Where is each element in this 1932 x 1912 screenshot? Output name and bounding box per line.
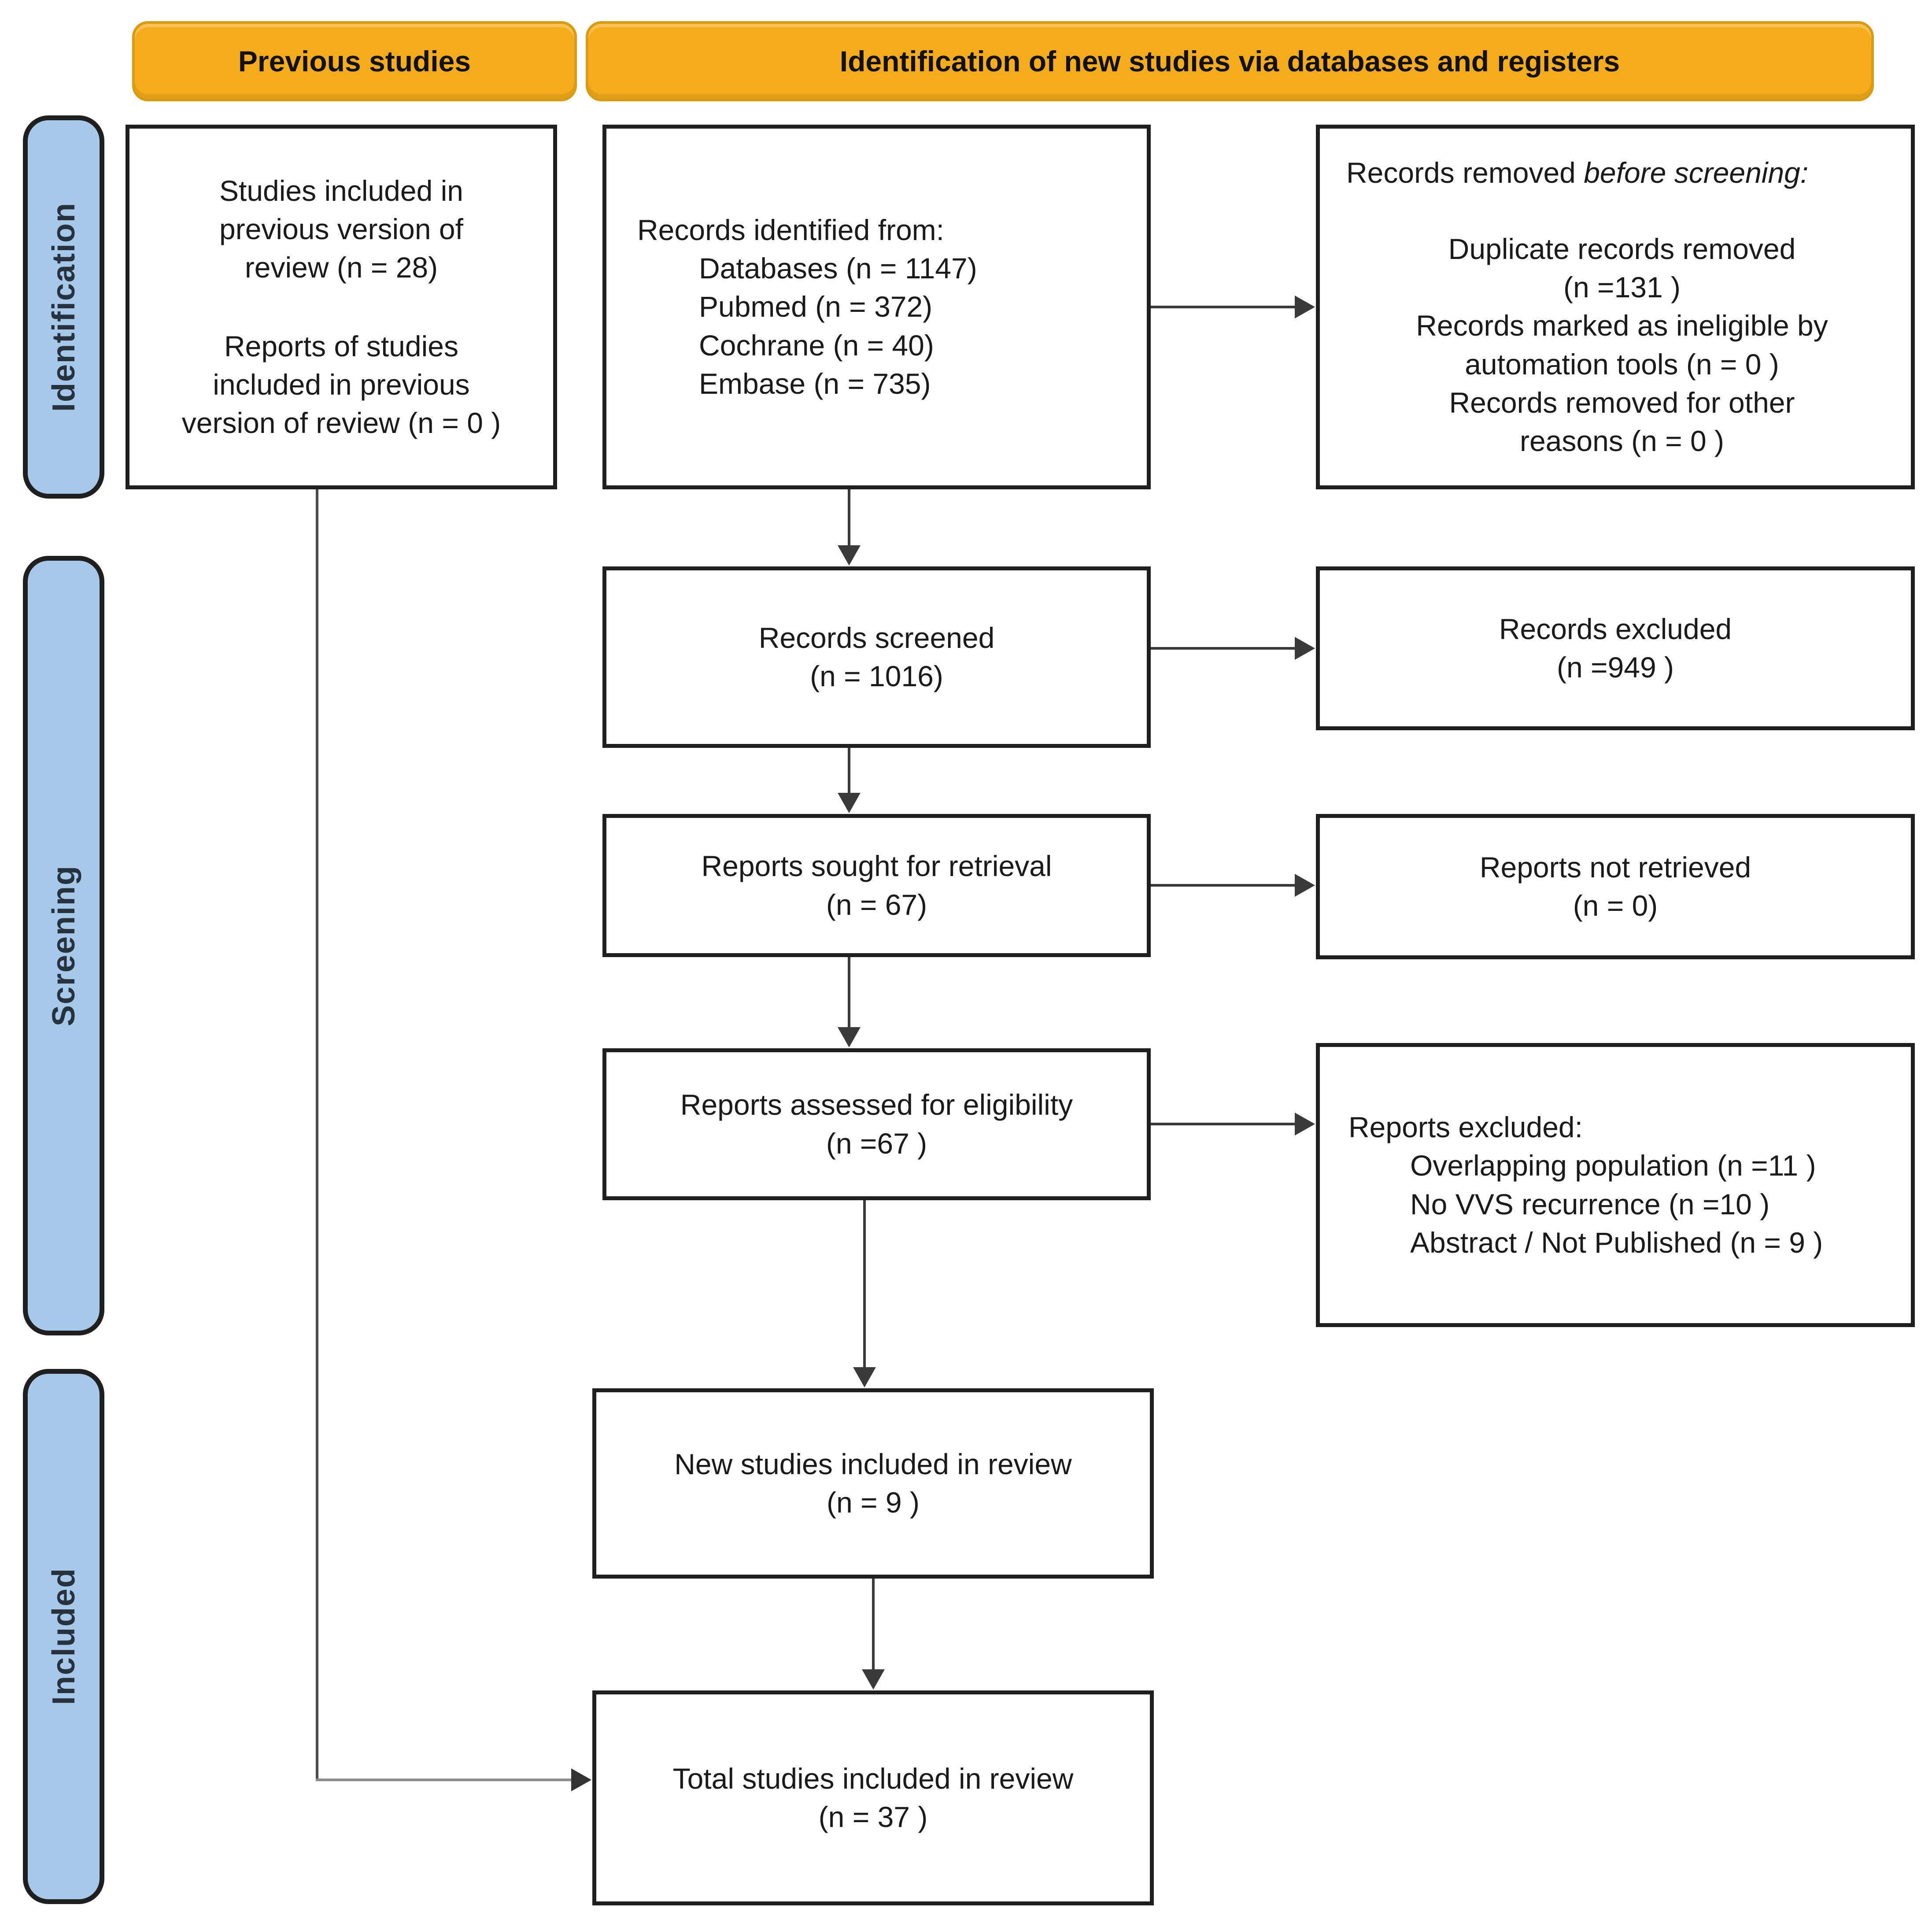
box-new-studies-included: New studies included in review (n = 9 ) xyxy=(592,1388,1154,1579)
box-records-excluded: Records excluded (n =949 ) xyxy=(1316,566,1915,730)
box-records-removed: Records removed before screening: Duplic… xyxy=(1316,125,1915,489)
phase-label-identification: Identification xyxy=(23,115,104,499)
list-item: Pubmed (n = 372) xyxy=(699,290,933,323)
list-item: Records removed for other reasons (n = 0… xyxy=(1449,386,1795,457)
arrow-screened-to-sought xyxy=(848,748,850,794)
total-studies-label: Total studies included in review xyxy=(672,1762,1074,1795)
total-studies-count: (n = 37 ) xyxy=(818,1801,928,1833)
records-screened-count: (n = 1016) xyxy=(810,660,943,692)
box-records-identified: Records identified from: Databases (n = … xyxy=(602,125,1151,489)
records-removed-heading-normal: Records removed xyxy=(1346,156,1584,189)
list-item: Overlapping population (n =11 ) xyxy=(1410,1149,1816,1182)
list-item: Records marked as ineligible by automati… xyxy=(1416,309,1828,381)
list-item: No VVS recurrence (n =10 ) xyxy=(1410,1187,1770,1220)
header-previous-studies: Previous studies xyxy=(132,21,577,101)
reports-excluded-heading: Reports excluded: xyxy=(1348,1111,1583,1144)
box-records-screened: Records screened (n = 1016) xyxy=(602,566,1151,748)
reports-excluded-items: Overlapping population (n =11 ) No VVS r… xyxy=(1348,1146,1823,1261)
previous-studies-paragraph-2: Reports of studies included in previous … xyxy=(181,330,501,440)
records-removed-heading-italic: before screening: xyxy=(1584,156,1809,189)
arrow-new-studies-to-total xyxy=(872,1579,875,1670)
previous-studies-paragraph-1: Studies included in previous version of … xyxy=(219,174,464,284)
list-item: Duplicate records removed (n =131 ) xyxy=(1448,233,1796,304)
arrow-identified-to-removed xyxy=(1151,306,1296,308)
list-item: Databases (n = 1147) xyxy=(699,252,977,285)
arrow-assessed-to-reports-excluded xyxy=(1151,1123,1296,1125)
arrow-sought-to-not-retrieved xyxy=(1151,884,1296,887)
new-studies-count: (n = 9 ) xyxy=(827,1486,920,1519)
records-identified-items: Databases (n = 1147) Pubmed (n = 372) Co… xyxy=(637,249,977,403)
phase-label-identification-text: Identification xyxy=(46,202,81,412)
records-identified-heading: Records identified from: xyxy=(637,214,944,247)
list-item: Abstract / Not Published (n = 9 ) xyxy=(1410,1226,1823,1259)
arrow-identified-to-screened xyxy=(848,489,850,546)
box-previous-studies-included: Studies included in previous version of … xyxy=(126,125,557,489)
records-screened-label: Records screened xyxy=(758,621,995,654)
reports-assessed-label: Reports assessed for eligibility xyxy=(680,1088,1073,1121)
phase-label-included-text: Included xyxy=(46,1568,81,1705)
records-removed-heading: Records removed before screening: xyxy=(1346,154,1898,192)
list-item: Cochrane (n = 40) xyxy=(699,329,934,362)
records-excluded-count: (n =949 ) xyxy=(1557,651,1674,684)
phase-label-screening: Screening xyxy=(23,556,104,1335)
records-removed-items: Duplicate records removed (n =131 ) Reco… xyxy=(1346,230,1898,460)
records-excluded-label: Records excluded xyxy=(1499,612,1732,645)
reports-sought-label: Reports sought for retrieval xyxy=(701,850,1052,883)
reports-not-retrieved-count: (n = 0) xyxy=(1573,889,1658,922)
phase-label-screening-text: Screening xyxy=(46,865,81,1027)
box-reports-not-retrieved: Reports not retrieved (n = 0) xyxy=(1316,814,1915,959)
phase-label-included: Included xyxy=(23,1369,104,1904)
arrow-assessed-to-new-studies xyxy=(863,1200,866,1368)
connector-previous-studies-vertical xyxy=(316,489,318,1780)
new-studies-label: New studies included in review xyxy=(674,1447,1072,1480)
box-reports-assessed: Reports assessed for eligibility (n =67 … xyxy=(602,1048,1151,1200)
box-reports-excluded: Reports excluded: Overlapping population… xyxy=(1316,1043,1915,1327)
box-reports-sought: Reports sought for retrieval (n = 67) xyxy=(602,814,1151,957)
header-identification-new-studies: Identification of new studies via databa… xyxy=(586,21,1874,101)
box-total-studies-included: Total studies included in review (n = 37… xyxy=(592,1690,1154,1905)
reports-sought-count: (n = 67) xyxy=(826,888,927,921)
arrow-screened-to-excluded xyxy=(1151,647,1296,650)
list-item: Embase (n = 735) xyxy=(699,367,931,400)
reports-not-retrieved-label: Reports not retrieved xyxy=(1479,851,1751,884)
arrow-previous-studies-to-total xyxy=(316,1779,572,1781)
reports-assessed-count: (n =67 ) xyxy=(826,1127,927,1160)
arrow-sought-to-assessed xyxy=(848,957,850,1028)
